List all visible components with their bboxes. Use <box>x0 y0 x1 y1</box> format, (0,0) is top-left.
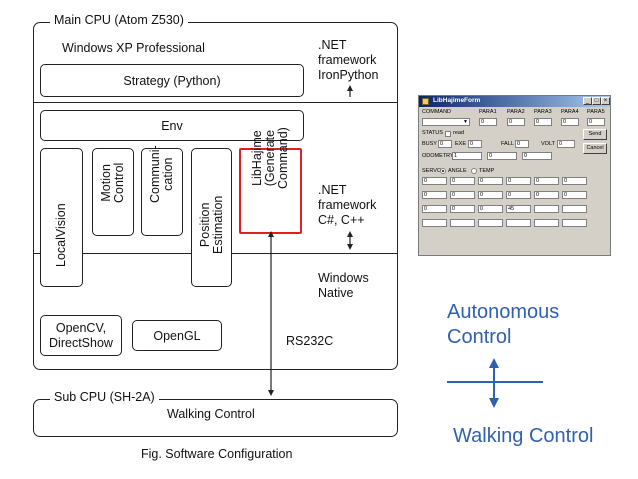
position-estimation-box: Position Estimation <box>191 148 232 287</box>
app-icon <box>422 98 429 105</box>
servo-cell[interactable]: 45 <box>506 205 531 213</box>
strategy-box: Strategy (Python) <box>40 64 304 97</box>
servo-cell[interactable]: 0 <box>506 191 531 199</box>
libhajime-form-window: LibHajimeForm _ □ × COMMAND PARA1 PARA2 … <box>418 95 611 256</box>
odometry-field-1[interactable]: 1 <box>452 152 482 160</box>
opengl-label: OpenGL <box>153 328 201 343</box>
servo-cell[interactable]: 0 <box>534 191 559 199</box>
walking-control-label: Walking Control <box>167 407 255 421</box>
form-title-bar: LibHajimeForm _ □ × <box>419 96 610 107</box>
chevron-down-icon: ▼ <box>463 119 468 125</box>
volt-field[interactable]: 0 <box>557 140 575 148</box>
close-button[interactable]: × <box>601 97 610 105</box>
fall-label: FALL <box>501 141 514 147</box>
servo-cell[interactable]: 0 <box>422 191 447 199</box>
command-label: COMMAND <box>422 109 452 115</box>
servo-cell[interactable]: 0 <box>478 191 503 199</box>
communication-box: Communi- cation <box>141 145 183 236</box>
servo-cell[interactable]: 0 <box>478 177 503 185</box>
walking-control-right-label: Walking Control <box>453 425 594 447</box>
servo-cell[interactable]: 0 <box>534 177 559 185</box>
separator-line-1 <box>33 102 398 103</box>
read-checkbox[interactable] <box>445 131 451 137</box>
servo-cell[interactable]: 0 <box>478 205 503 213</box>
odometry-field-2[interactable]: 0 <box>487 152 517 160</box>
para4-input[interactable]: 0 <box>561 118 579 126</box>
busy-label: BUSY <box>422 141 437 147</box>
autonomous-control-label: Autonomous Control <box>447 301 560 348</box>
opengl-box: OpenGL <box>132 320 222 351</box>
main-cpu-label: Main CPU (Atom Z530) <box>50 13 188 28</box>
odometry-field-3[interactable]: 0 <box>522 152 552 160</box>
net-ironpython-label: .NET framework IronPython <box>318 38 379 82</box>
servo-cell[interactable] <box>562 205 587 213</box>
para3-label: PARA3 <box>534 109 552 115</box>
cancel-button[interactable]: Cancel <box>583 143 607 154</box>
servo-cell[interactable]: 0 <box>422 205 447 213</box>
exe-label: EXE <box>455 141 467 147</box>
opencv-box: OpenCV, DirectShow <box>40 315 122 356</box>
angle-label: ANGLE <box>448 168 467 174</box>
para5-input[interactable]: 0 <box>587 118 605 126</box>
rs232c-label: RS232C <box>286 334 334 348</box>
exe-field[interactable]: 0 <box>468 140 482 148</box>
main-cpu-frame <box>33 22 398 370</box>
servo-cell[interactable] <box>562 219 587 227</box>
motion-control-box: Motion Control <box>92 148 134 236</box>
windows-xp-label: Windows XP Professional <box>62 41 205 55</box>
localvision-box: LocalVision <box>40 148 83 287</box>
form-title: LibHajimeForm <box>433 97 481 104</box>
net-csharp-label: .NET framework C#, C++ <box>318 183 377 227</box>
servo-cell[interactable] <box>534 205 559 213</box>
minimize-button[interactable]: _ <box>583 97 592 105</box>
maximize-button[interactable]: □ <box>592 97 601 105</box>
env-label: Env <box>161 118 183 133</box>
opencv-label: OpenCV, DirectShow <box>49 320 113 350</box>
para3-input[interactable]: 0 <box>534 118 552 126</box>
servo-cell[interactable] <box>450 219 475 227</box>
strategy-label: Strategy (Python) <box>123 73 221 88</box>
send-button[interactable]: Send <box>583 129 607 140</box>
servo-cell[interactable]: 0 <box>562 177 587 185</box>
servo-label: SERVO <box>422 168 442 174</box>
servo-cell[interactable]: 0 <box>450 177 475 185</box>
volt-label: VOLT <box>541 141 555 147</box>
servo-cell[interactable]: 0 <box>422 177 447 185</box>
para1-input[interactable]: 0 <box>479 118 497 126</box>
sub-cpu-frame <box>33 399 398 437</box>
libhajime-box: LibHajime (Generate Command) <box>239 127 302 234</box>
para4-label: PARA4 <box>561 109 579 115</box>
temp-radio[interactable] <box>471 168 477 174</box>
busy-field[interactable]: 0 <box>438 140 452 148</box>
env-box: Env <box>40 110 304 141</box>
servo-cell[interactable]: 0 <box>450 191 475 199</box>
sub-cpu-label: Sub CPU (SH-2A) <box>50 390 159 405</box>
status-label: STATUS <box>422 130 443 136</box>
odometry-label: ODOMETRY <box>422 153 454 159</box>
servo-cell[interactable] <box>478 219 503 227</box>
temp-label: TEMP <box>479 168 495 174</box>
servo-cell[interactable]: 0 <box>506 177 531 185</box>
fall-field[interactable]: 0 <box>515 140 529 148</box>
windows-native-label: Windows Native <box>318 271 369 300</box>
read-label: read <box>453 130 465 136</box>
servo-cell[interactable] <box>506 219 531 227</box>
para2-input[interactable]: 0 <box>507 118 525 126</box>
command-select[interactable]: ▼ <box>422 118 470 126</box>
figure-caption: Fig. Software Configuration <box>141 447 293 461</box>
servo-cell[interactable] <box>422 219 447 227</box>
para5-label: PARA5 <box>587 109 605 115</box>
para2-label: PARA2 <box>507 109 525 115</box>
para1-label: PARA1 <box>479 109 497 115</box>
servo-cell[interactable] <box>534 219 559 227</box>
servo-cell[interactable]: 0 <box>562 191 587 199</box>
angle-radio[interactable] <box>440 168 446 174</box>
servo-cell[interactable]: 0 <box>450 205 475 213</box>
